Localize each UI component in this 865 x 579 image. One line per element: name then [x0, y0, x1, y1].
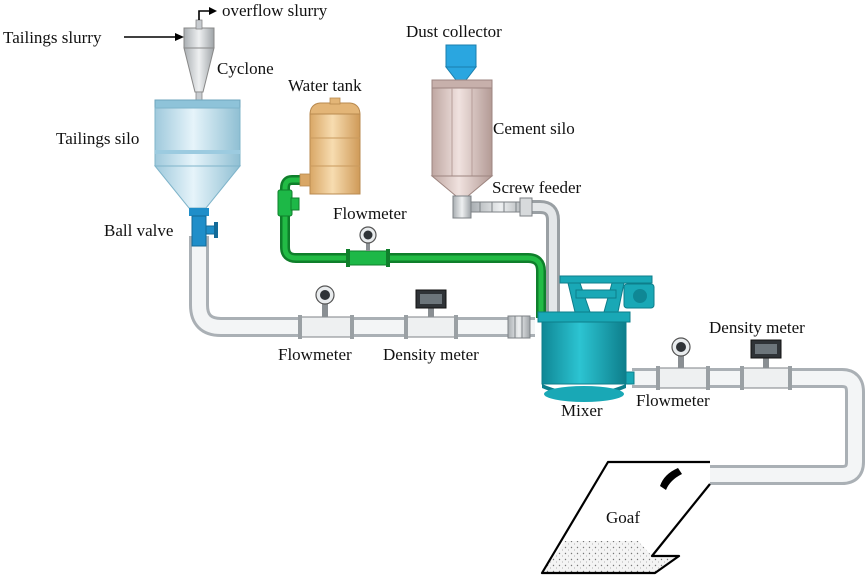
label-water-tank: Water tank	[288, 76, 362, 95]
cement-feed-pipe	[528, 200, 560, 318]
water-tank	[299, 97, 361, 195]
water-pipe	[280, 175, 546, 318]
label-dust-collector: Dust collector	[406, 22, 502, 41]
tailings-silo	[153, 99, 242, 209]
label-density-meter-outlet: Density meter	[709, 318, 805, 337]
cement-silo	[430, 79, 494, 197]
label-screw-feeder: Screw feeder	[492, 178, 582, 197]
density-meter-outlet-icon	[740, 339, 792, 390]
tailings-slurry-arrow	[124, 33, 184, 41]
density-meter-tailings-icon	[404, 289, 458, 339]
mixer	[537, 275, 655, 402]
tailings-pipe	[189, 236, 535, 337]
ball-valve	[189, 208, 218, 247]
dust-collector	[444, 44, 478, 85]
label-density-meter-tailings: Density meter	[383, 345, 479, 364]
cyclone	[183, 19, 215, 101]
label-mixer: Mixer	[561, 401, 603, 420]
label-ball-valve: Ball valve	[104, 221, 173, 240]
flowmeter-outlet-icon	[656, 337, 710, 390]
label-flowmeter-water: Flowmeter	[333, 204, 407, 223]
label-tailings-slurry: Tailings slurry	[3, 28, 102, 47]
overflow-slurry-arrow	[198, 7, 217, 20]
outlet-pipe	[632, 368, 865, 485]
pipe-coupling	[507, 315, 531, 339]
goaf	[540, 460, 711, 575]
water-valve	[277, 189, 300, 217]
label-goaf: Goaf	[606, 508, 640, 527]
label-cement-silo: Cement silo	[493, 119, 575, 138]
label-cyclone: Cyclone	[217, 59, 274, 78]
screw-feeder	[452, 195, 533, 219]
label-flowmeter-tailings: Flowmeter	[278, 345, 352, 364]
label-overflow-slurry: overflow slurry	[222, 1, 328, 20]
label-flowmeter-outlet: Flowmeter	[636, 391, 710, 410]
flowmeter-tailings-icon	[298, 285, 354, 339]
flowmeter-water-icon	[346, 226, 390, 267]
label-tailings-silo: Tailings silo	[56, 129, 139, 148]
